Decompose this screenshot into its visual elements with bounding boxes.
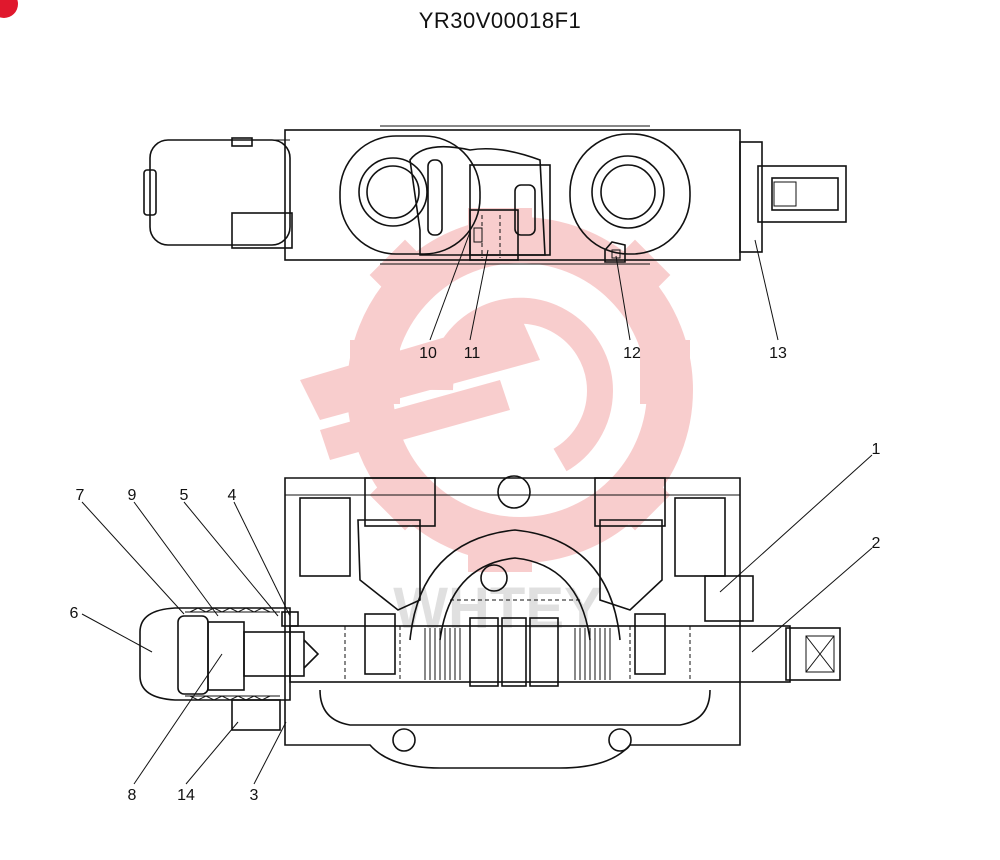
part-label-12: 12 [623,345,641,362]
part-label-13: 13 [769,345,787,362]
part-label-5: 5 [180,487,189,504]
bottom-view-labels: 1 2 7 9 5 4 6 8 14 3 [70,441,881,804]
part-label-14: 14 [177,787,195,804]
brand-corner-dot [0,0,18,18]
bottom-section-view [139,475,841,769]
top-view [143,125,847,265]
top-view-labels: 10 11 12 13 [419,345,787,362]
part-label-7: 7 [76,487,85,504]
part-label-10: 10 [419,345,437,362]
part-label-2: 2 [872,535,881,552]
part-label-3: 3 [250,787,259,804]
part-label-4: 4 [228,487,237,504]
bottom-view-leaders [81,454,873,785]
part-label-6: 6 [70,605,79,622]
part-label-1: 1 [872,441,881,458]
part-label-9: 9 [128,487,137,504]
part-label-11: 11 [464,345,481,362]
part-label-8: 8 [128,787,137,804]
drawing-title: YR30V00018F1 [418,8,582,33]
top-view-leaders [429,231,779,341]
watermark-gear-logo [300,208,693,572]
